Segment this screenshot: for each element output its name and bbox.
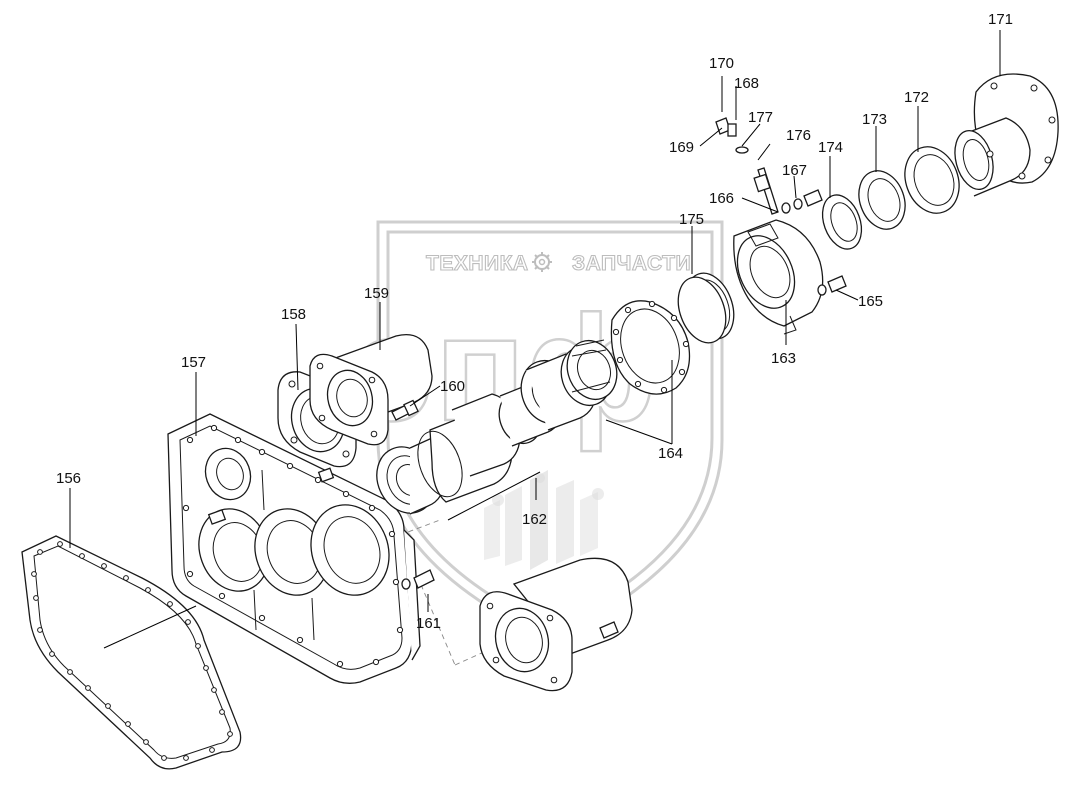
bolt-166 <box>781 202 791 214</box>
output-flange-171 <box>954 73 1059 197</box>
snap-ring-177 <box>735 146 749 154</box>
bearing-housing-159 <box>309 333 433 446</box>
callout-labels: 156 157 158 159 160 161 162 163 164 165 … <box>56 11 1013 632</box>
bolt-161 <box>401 569 435 590</box>
callout-170: 170 <box>709 55 734 72</box>
callout-156: 156 <box>56 470 81 487</box>
callout-171: 171 <box>988 11 1013 28</box>
watermark-text-left: ТЕХНИКА <box>426 252 529 275</box>
watermark-text-right: ЗАПЧАСТИ <box>572 252 691 275</box>
watermark-gear-icon <box>532 252 552 272</box>
lower-bearing-housing <box>479 557 633 692</box>
callout-162: 162 <box>522 511 547 528</box>
bolt-167 <box>793 189 823 210</box>
bolt-165 <box>817 275 847 296</box>
callout-169: 169 <box>669 139 694 156</box>
bolt-160 <box>391 399 419 421</box>
gasket-part <box>21 535 242 770</box>
callout-163: 163 <box>771 350 796 367</box>
bearing-cap-164 <box>610 300 691 395</box>
leader-lines <box>69 30 1001 649</box>
callout-177: 177 <box>748 109 773 126</box>
callout-161: 161 <box>416 615 441 632</box>
transfer-case-housing <box>167 413 421 684</box>
callout-167: 167 <box>782 162 807 179</box>
seal-ring-175 <box>677 272 735 344</box>
bearing-set-162 <box>376 339 618 515</box>
callout-158: 158 <box>281 306 306 323</box>
callout-174: 174 <box>818 139 843 156</box>
seal-172 <box>904 146 960 214</box>
callout-165: 165 <box>858 293 883 310</box>
callout-168: 168 <box>734 75 759 92</box>
callout-157: 157 <box>181 354 206 371</box>
callout-160: 160 <box>440 378 465 395</box>
callout-173: 173 <box>862 111 887 128</box>
callout-176: 176 <box>786 127 811 144</box>
watermark-wheat-emblem <box>484 470 604 570</box>
ring-173 <box>858 170 906 230</box>
callout-175: 175 <box>679 211 704 228</box>
ring-174 <box>821 194 863 250</box>
callout-172: 172 <box>904 89 929 106</box>
callout-164: 164 <box>658 445 683 462</box>
callout-166: 166 <box>709 190 734 207</box>
callout-159: 159 <box>364 285 389 302</box>
valve-168 <box>727 123 737 137</box>
cover-housing-163 <box>733 219 824 335</box>
